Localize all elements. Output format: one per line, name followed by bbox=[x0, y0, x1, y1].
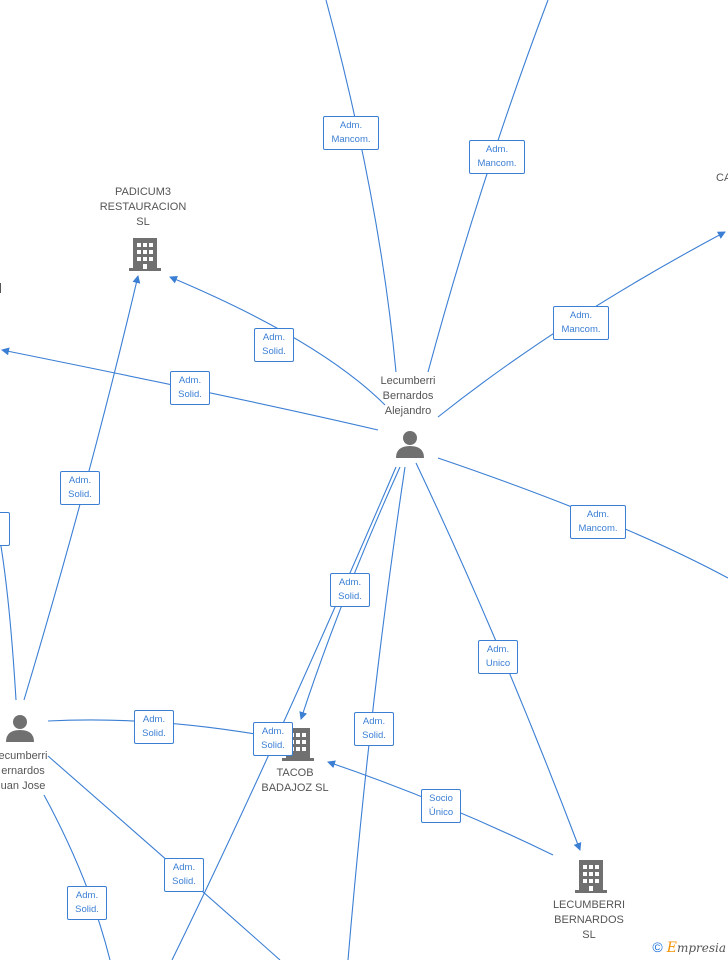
relation-badge[interactable]: Adm.Solid. bbox=[60, 471, 100, 505]
relation-badge[interactable]: Adm.Mancom. bbox=[570, 505, 626, 539]
relation-badge[interactable]: Adm.Mancom. bbox=[323, 116, 379, 150]
node-label-alejandro[interactable]: Lecumberri Bernardos Alejandro bbox=[380, 375, 436, 417]
relation-badge[interactable]: Adm.Solid. bbox=[330, 573, 370, 607]
node-label-tacob[interactable]: TACOB BADAJOZ SL bbox=[261, 767, 329, 794]
edge-juanjose-down bbox=[43, 794, 111, 960]
badge-left-clip[interactable] bbox=[0, 512, 10, 546]
relation-badge[interactable]: Adm.Mancom. bbox=[469, 140, 525, 174]
relation-badge[interactable]: Adm.Unico bbox=[478, 640, 518, 674]
relation-badge[interactable]: Adm.Solid. bbox=[134, 710, 174, 744]
edge-alejandro-padicum bbox=[169, 276, 386, 406]
relation-badge[interactable]: Adm.Solid. bbox=[254, 328, 294, 362]
person-icon-juanjose bbox=[6, 715, 34, 742]
relation-badge[interactable]: Adm.Solid. bbox=[67, 886, 107, 920]
node-label-left-clip bbox=[0, 283, 4, 293]
brand-logo: ©Empresia bbox=[652, 939, 726, 956]
relation-badge[interactable]: Adm.Solid. bbox=[253, 722, 293, 756]
node-label-padicum[interactable]: PADICUM3 RESTAURACION SL bbox=[99, 186, 187, 228]
edge-alejandro-top-left bbox=[325, 0, 397, 373]
node-label-lecumberri-sl[interactable]: LECUMBERRI BERNARDOS SL bbox=[552, 899, 626, 941]
person-icon-alejandro bbox=[396, 431, 424, 458]
node-label-juanjose[interactable]: ecumberri ernardos uan Jose bbox=[0, 750, 48, 792]
edge-alejandro-down bbox=[347, 466, 406, 960]
relation-badge[interactable]: Adm.Solid. bbox=[164, 858, 204, 892]
relation-badge[interactable]: Adm.Solid. bbox=[354, 712, 394, 746]
node-label-right-top[interactable]: CA bbox=[716, 172, 728, 184]
relation-badge[interactable]: Adm.Mancom. bbox=[553, 306, 609, 340]
edge-alejandro-left bbox=[1, 347, 379, 431]
edge-alejandro-top-right bbox=[427, 0, 549, 373]
relation-badge[interactable]: Adm.Solid. bbox=[170, 371, 210, 405]
copyright-icon: © bbox=[652, 939, 663, 955]
edge-juanjose-up bbox=[0, 539, 17, 701]
